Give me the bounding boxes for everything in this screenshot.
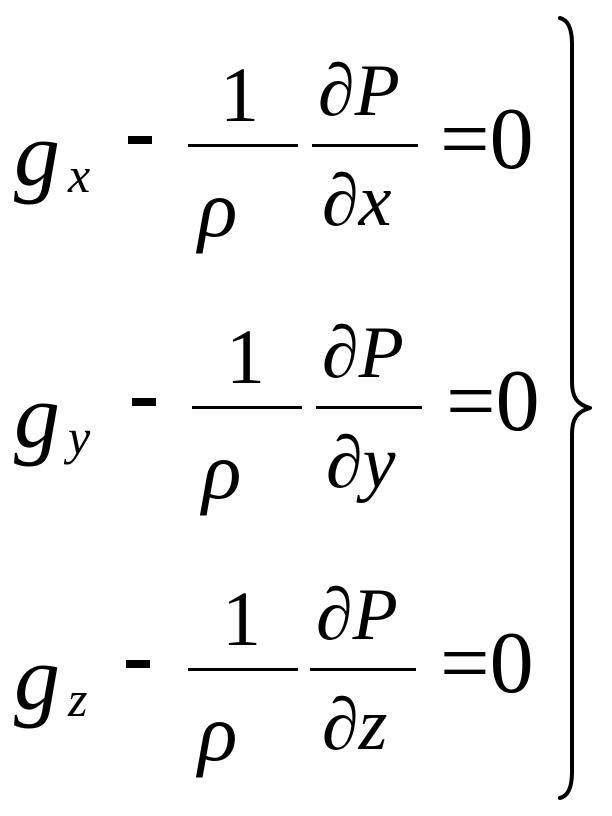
fraction-bar bbox=[310, 668, 416, 671]
partial-numerator: ∂P bbox=[318, 50, 400, 132]
equation-z: g z 1 ρ ∂P ∂z =0 bbox=[0, 524, 560, 784]
subscript: x bbox=[68, 147, 91, 203]
equals-zero: =0 bbox=[446, 353, 540, 450]
equals-zero: =0 bbox=[440, 91, 534, 188]
subscript: y bbox=[68, 409, 91, 465]
denominator-rho: ρ bbox=[198, 163, 238, 254]
minus-sign bbox=[132, 398, 156, 406]
equation-x: g x 1 ρ ∂P ∂x =0 bbox=[0, 0, 560, 260]
fraction-bar bbox=[312, 144, 418, 147]
minus-sign bbox=[126, 660, 150, 668]
equation-y: g y 1 ρ ∂P ∂y =0 bbox=[0, 262, 560, 522]
numerator-one: 1 bbox=[220, 51, 259, 138]
g-symbol: g bbox=[14, 627, 60, 729]
fraction-bar bbox=[316, 406, 422, 409]
partial-denominator: ∂y bbox=[326, 422, 396, 504]
subscript: z bbox=[68, 671, 88, 727]
numerator-one: 1 bbox=[222, 575, 261, 662]
fraction-bar bbox=[188, 668, 298, 671]
fraction-bar bbox=[192, 406, 302, 409]
partial-denominator: ∂z bbox=[322, 684, 388, 766]
partial-numerator: ∂P bbox=[316, 574, 398, 656]
fraction-bar bbox=[188, 144, 298, 147]
equals-zero: =0 bbox=[440, 615, 534, 712]
minus-sign bbox=[128, 136, 152, 144]
g-symbol: g bbox=[14, 365, 60, 467]
denominator-rho: ρ bbox=[198, 687, 238, 778]
denominator-rho: ρ bbox=[202, 425, 242, 516]
partial-denominator: ∂x bbox=[322, 160, 392, 242]
partial-numerator: ∂P bbox=[322, 312, 404, 394]
right-brace bbox=[558, 16, 592, 800]
g-symbol: g bbox=[14, 103, 60, 205]
numerator-one: 1 bbox=[226, 313, 265, 400]
